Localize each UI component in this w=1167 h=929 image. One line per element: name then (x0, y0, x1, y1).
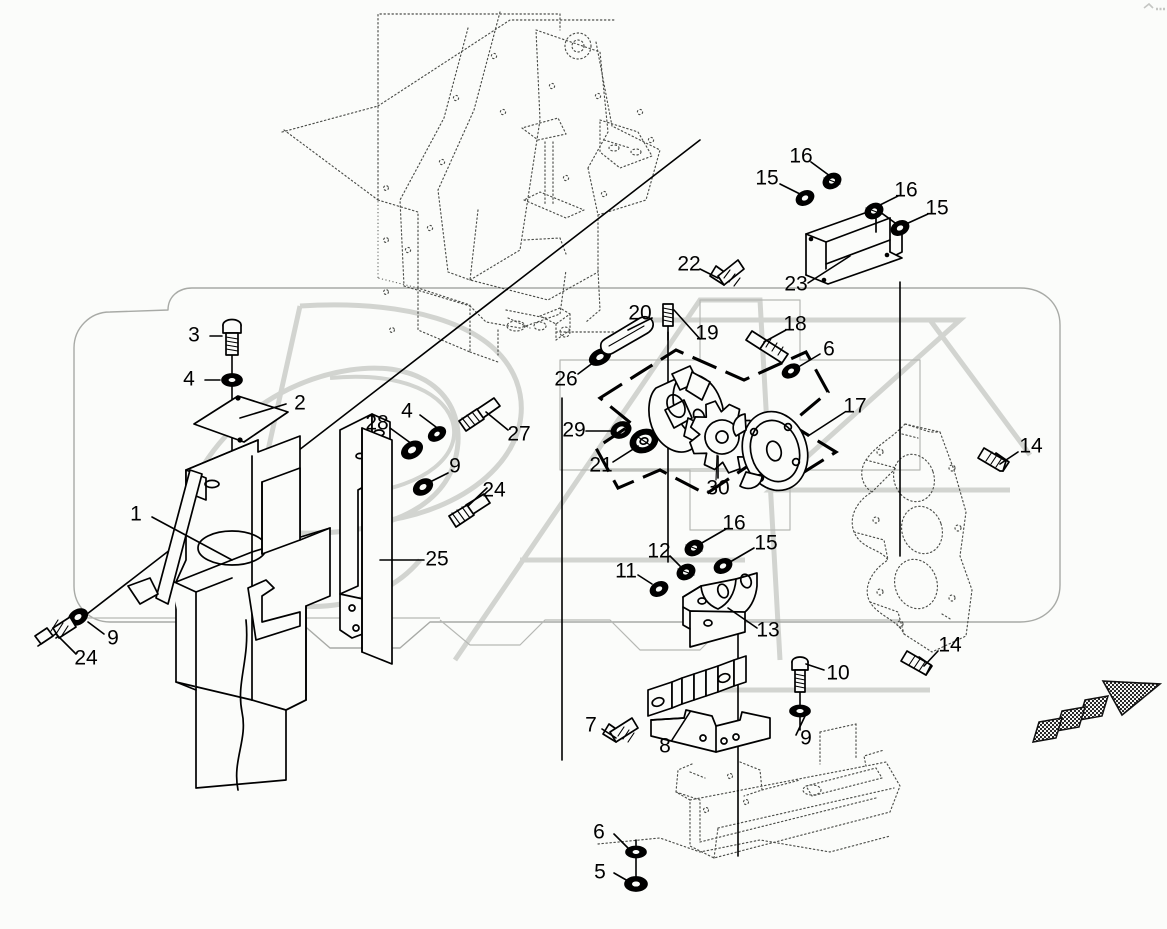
part-13-pump-support-bracket (682, 572, 758, 648)
callout-24a: 24 (482, 479, 506, 502)
callout-4b: 4 (401, 400, 413, 423)
part-15-flat-washer-upper-1 (795, 190, 815, 206)
part-12-hex-nut (676, 563, 696, 581)
callout-16a: 16 (789, 145, 812, 168)
watermark-fragment-top-right (1143, 2, 1166, 11)
callout-7: 7 (585, 714, 597, 737)
callout-17: 17 (843, 395, 866, 418)
part-27-hex-bolt (458, 397, 501, 432)
part-11-flat-washer (649, 581, 669, 597)
callout-19: 19 (695, 322, 718, 345)
callout-2: 2 (294, 392, 306, 415)
callout-numbers: 1 2 3 4 4 5 6 6 7 8 9 9 9 10 11 12 13 14… (74, 145, 1043, 884)
callout-13: 13 (756, 619, 779, 642)
part-6-flat-washer-bottom (625, 845, 647, 859)
part-23-channel-rail (805, 208, 903, 285)
ghost-inner-outline (559, 299, 921, 531)
callout-12: 12 (647, 540, 670, 563)
callout-14a: 14 (1019, 435, 1043, 458)
part-4-flat-washer-right (427, 426, 447, 442)
arrow-dash-1 (1031, 717, 1064, 743)
part-5-hex-nut-bottom (624, 876, 648, 892)
part-28-washer-hub (401, 440, 423, 460)
callout-9c: 9 (800, 727, 812, 750)
callout-1: 1 (130, 503, 142, 526)
callout-16c: 16 (722, 512, 745, 535)
ghost-frame-outline (73, 287, 1061, 649)
callout-11: 11 (615, 560, 637, 583)
callout-15a: 15 (755, 167, 778, 190)
part-24-hex-bolt-mid (448, 493, 491, 528)
callout-4a: 4 (183, 368, 195, 391)
pump-end-flange (732, 410, 809, 492)
part-18-hex-bolt (745, 330, 789, 364)
part-9-lock-washer-vertical (789, 704, 811, 718)
part-2-shim-plate (193, 395, 289, 443)
callout-6a: 6 (823, 338, 835, 361)
callout-5: 5 (594, 861, 606, 884)
direction-arrow-icon (1031, 680, 1163, 743)
callout-8: 8 (659, 735, 671, 758)
callout-14b: 14 (938, 634, 962, 657)
part-14-hex-bolt-upper (977, 447, 1010, 472)
part-14-hex-bolt-lower (900, 650, 933, 676)
reference-pump-housing (851, 423, 973, 653)
part-6-flat-washer-small (781, 363, 801, 379)
reference-machine-frame (281, 11, 661, 363)
part-10-hex-bolt-vertical (791, 656, 809, 693)
part-3-hex-bolt (222, 318, 242, 356)
callout-24b: 24 (74, 647, 98, 670)
callout-18: 18 (783, 313, 806, 336)
arrow-head (1101, 680, 1163, 717)
callout-22: 22 (677, 253, 700, 276)
callout-leader-lines (55, 161, 1019, 882)
part-16-hex-nut-upper-2 (864, 202, 884, 220)
part-16-hex-nut-mid (684, 539, 704, 557)
callout-9b: 9 (107, 627, 119, 650)
reference-platform (597, 723, 901, 859)
part-8-pump-base-plate (647, 655, 771, 753)
callout-23: 23 (784, 273, 807, 296)
callout-26: 26 (554, 368, 577, 391)
part-4-flat-washer-upper (221, 373, 243, 387)
callout-29: 29 (562, 419, 585, 442)
callout-21: 21 (589, 454, 612, 477)
part-1-main-mounting-bracket (127, 435, 331, 791)
callout-27: 27 (507, 423, 530, 446)
part-25-side-plate (361, 427, 393, 665)
callout-15c: 15 (754, 532, 777, 555)
callout-25: 25 (425, 548, 448, 571)
part-22-hex-bolt (709, 259, 745, 287)
callout-10: 10 (826, 662, 849, 685)
callout-3: 3 (188, 324, 200, 347)
callout-9a: 9 (449, 455, 461, 478)
part-16-hex-nut-upper-1 (822, 172, 842, 190)
callout-16b: 16 (894, 179, 917, 202)
callout-28: 28 (365, 412, 388, 435)
callout-30: 30 (706, 477, 729, 500)
callout-20: 20 (628, 302, 651, 325)
part-19-stud-bolt (662, 303, 674, 341)
callout-6b: 6 (593, 821, 605, 844)
callout-15b: 15 (925, 197, 948, 220)
part-9-lock-washer-left (67, 608, 89, 626)
